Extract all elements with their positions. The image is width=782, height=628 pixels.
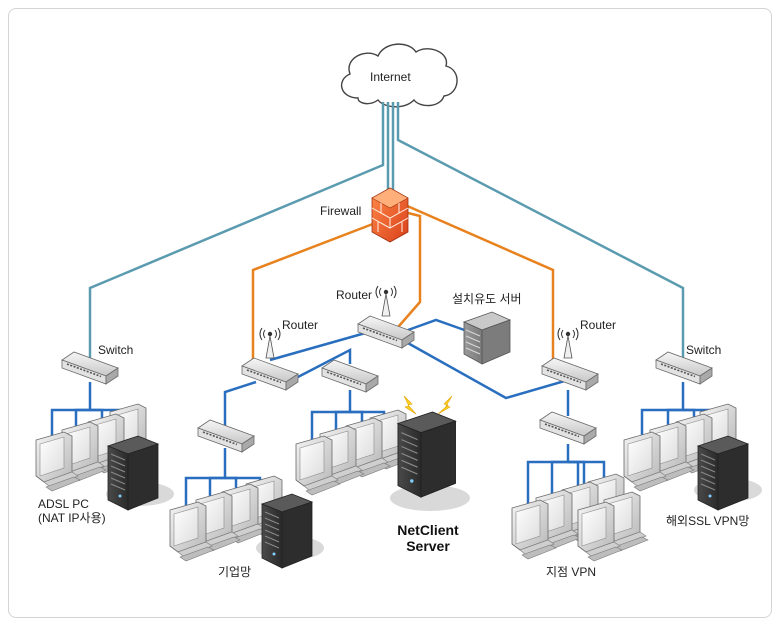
switch-left-label: Switch <box>98 343 134 357</box>
router-right-label: Router <box>580 318 617 332</box>
switch-branch-icon <box>539 411 597 445</box>
install-server-icon <box>463 311 511 365</box>
corporate-label: 기업망 <box>218 565 252 579</box>
diagram-frame <box>8 8 772 618</box>
branch-vpn-cluster <box>511 473 649 562</box>
router-left-label: Router <box>282 318 319 332</box>
netclient-server-label: NetClient Server <box>392 522 464 554</box>
router-left-antenna-icon <box>259 327 281 359</box>
adsl-pc-label: ADSL PC (NAT IP사용) <box>38 497 106 525</box>
netclient-cluster <box>295 395 457 498</box>
internet-cloud-icon <box>340 43 458 108</box>
router-center-label: Router <box>336 288 373 302</box>
server-icon <box>261 493 313 569</box>
corporate-cluster <box>169 475 313 569</box>
firewall-icon <box>371 187 409 243</box>
router-center-antenna-icon <box>375 285 397 317</box>
netclient-label-line2: Server <box>406 538 450 554</box>
install-server-label: 설치유도 서버 <box>452 292 522 306</box>
branch-vpn-label: 지점 VPN <box>546 565 597 579</box>
router-right-antenna-icon <box>557 327 579 359</box>
netclient-label-line1: NetClient <box>397 522 459 538</box>
router-left-icon <box>241 357 299 391</box>
firewall-label: Firewall <box>320 204 362 218</box>
internet-links <box>88 102 685 358</box>
lightning-icon <box>437 395 453 415</box>
switch-right-label: Switch <box>686 343 722 357</box>
server-icon <box>107 435 159 511</box>
switch-center-icon <box>321 359 379 393</box>
router-center-icon <box>357 315 415 349</box>
netclient-server-icon <box>397 411 457 498</box>
adsl-pc-label-line1: ADSL PC <box>38 497 89 511</box>
firewall-links <box>251 203 555 372</box>
overseas-vpn-label: 해외SSL VPN망 <box>666 514 750 528</box>
server-icon <box>697 435 749 511</box>
adsl-pc-cluster <box>35 403 159 511</box>
lightning-icon <box>403 395 417 415</box>
adsl-pc-label-line2: (NAT IP사용) <box>38 511 106 525</box>
internet-label: Internet <box>370 70 411 84</box>
